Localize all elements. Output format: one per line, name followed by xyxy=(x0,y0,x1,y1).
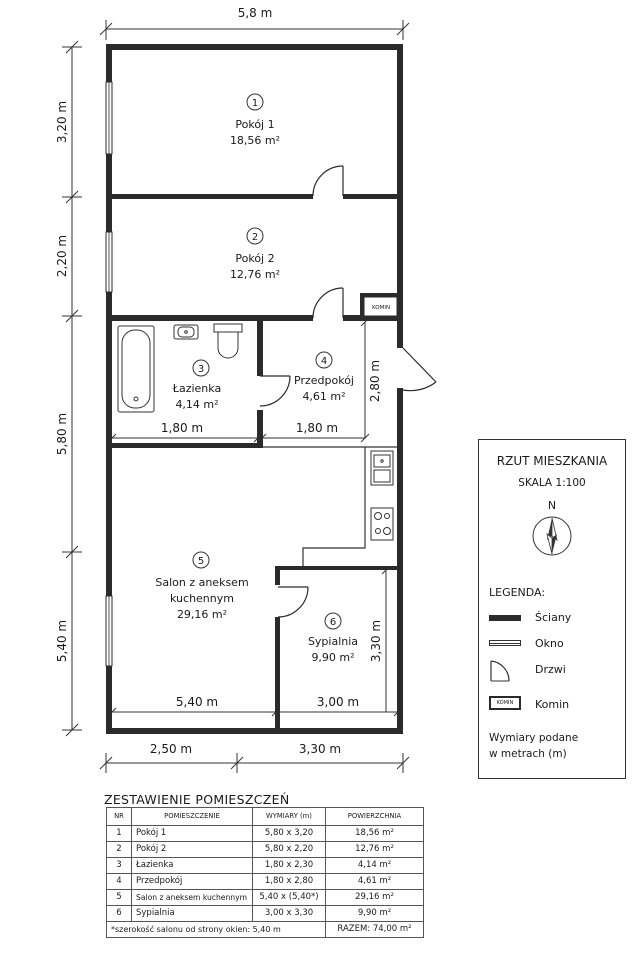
legend-note-line1: Wymiary podane xyxy=(489,732,579,744)
dim-bath-width: 1,80 m xyxy=(161,421,203,435)
cell-dimensions: 5,40 x (5,40*) xyxy=(252,889,326,906)
cell-room: Salon z aneksem kuchennym xyxy=(131,889,253,906)
table-footer-row: *szerokość salonu od strony okien: 5,40 … xyxy=(106,921,424,938)
cell-room: Pokój 1 xyxy=(131,825,253,842)
window-symbol xyxy=(489,640,521,646)
room-3-name: Łazienka xyxy=(172,382,221,395)
dim-bedroom-height: 3,30 m xyxy=(369,620,383,662)
table-row: 6 Sypialnia 3,00 x 3,30 9,90 m² xyxy=(106,905,424,922)
cell-dimensions: 5,80 x 3,20 xyxy=(252,825,326,842)
legend-komin: Komin xyxy=(535,698,570,711)
room-6-name: Sypialnia xyxy=(308,635,358,648)
cell-nr: 2 xyxy=(106,841,132,858)
room-4-area: 4,61 m² xyxy=(302,390,345,403)
room-3-area: 4,14 m² xyxy=(175,398,218,411)
table-row: 1 Pokój 1 5,80 x 3,20 18,56 m² xyxy=(106,825,424,842)
cell-nr: 4 xyxy=(106,873,132,890)
table-total: RAZEM: 74,00 m² xyxy=(325,921,424,938)
dim-bottom-2: 3,30 m xyxy=(299,742,341,756)
legend-door: Drzwi xyxy=(535,663,566,676)
header-room: POMIESZCZENIE xyxy=(131,807,253,826)
compass-icon xyxy=(532,516,572,556)
cell-room: Przedpokój xyxy=(131,873,253,890)
cell-area: 4,61 m² xyxy=(325,873,424,890)
room-4-number: 4 xyxy=(321,356,327,367)
table-header-row: NR POMIESZCZENIE WYMIARY (m) POWIERZCHNI… xyxy=(106,807,424,826)
table-row: 3 Łazienka 1,80 x 2,30 4,14 m² xyxy=(106,857,424,874)
cell-room: Pokój 2 xyxy=(131,841,253,858)
table-footnote: *szerokość salonu od strony okien: 5,40 … xyxy=(106,921,326,938)
cell-area: 9,90 m² xyxy=(325,905,424,922)
dim-left-3: 5,80 m xyxy=(55,413,69,455)
room-2-number: 2 xyxy=(252,232,258,243)
komin-symbol: KOMIN xyxy=(489,696,521,710)
room-5-name-line1: Salon z aneksem xyxy=(155,576,248,589)
legend-heading: LEGENDA: xyxy=(489,586,546,599)
dim-hall-height: 2,80 m xyxy=(368,360,382,402)
dim-left-4: 5,40 m xyxy=(55,620,69,662)
cell-area: 18,56 m² xyxy=(325,825,424,842)
cell-dimensions: 3,00 x 3,30 xyxy=(252,905,326,922)
cell-area: 4,14 m² xyxy=(325,857,424,874)
room-2-name: Pokój 2 xyxy=(235,252,274,265)
cell-dimensions: 1,80 x 2,30 xyxy=(252,857,326,874)
room-5-name-line2: kuchennym xyxy=(170,592,234,605)
legend-note-line2: w metrach (m) xyxy=(489,748,567,760)
table-row: 4 Przedpokój 1,80 x 2,80 4,61 m² xyxy=(106,873,424,890)
legend-box: RZUT MIESZKANIA SKALA 1:100 N LEGENDA: Ś… xyxy=(478,439,626,779)
table-row: 2 Pokój 2 5,80 x 2,20 12,76 m² xyxy=(106,841,424,858)
header-dimensions: WYMIARY (m) xyxy=(252,807,326,826)
room-4-name: Przedpokój xyxy=(294,374,354,387)
dim-bottom-1: 2,50 m xyxy=(150,742,192,756)
cell-dimensions: 5,80 x 2,20 xyxy=(252,841,326,858)
north-label: N xyxy=(547,499,557,512)
cell-dimensions: 1,80 x 2,80 xyxy=(252,873,326,890)
table-title: ZESTAWIENIE POMIESZCZEŃ xyxy=(104,792,290,807)
room-2-area: 12,76 m² xyxy=(230,268,280,281)
cell-nr: 3 xyxy=(106,857,132,874)
room-1-area: 18,56 m² xyxy=(230,134,280,147)
dim-hall-width: 1,80 m xyxy=(296,421,338,435)
room-5-area: 29,16 m² xyxy=(177,608,227,621)
legend-title: RZUT MIESZKANIA xyxy=(496,454,608,468)
dim-bedroom-width: 3,00 m xyxy=(317,695,359,709)
legend-window: Okno xyxy=(535,637,564,650)
legend-scale: SKALA 1:100 xyxy=(518,477,586,489)
cell-nr: 1 xyxy=(106,825,132,842)
komin-label: KOMIN xyxy=(372,305,390,311)
cell-area: 12,76 m² xyxy=(325,841,424,858)
room-5-number: 5 xyxy=(198,556,204,567)
door-icon xyxy=(490,660,510,682)
floor-plan: 5,8 m 2,50 m 3,30 m 3,20 m 2,20 m 5,80 m… xyxy=(55,6,437,773)
room-1-number: 1 xyxy=(252,98,258,109)
rooms-table: NR POMIESZCZENIE WYMIARY (m) POWIERZCHNI… xyxy=(106,807,424,938)
room-6-number: 6 xyxy=(330,617,336,628)
dim-left-2: 2,20 m xyxy=(55,235,69,277)
dim-left-1: 3,20 m xyxy=(55,101,69,143)
cell-nr: 6 xyxy=(106,905,132,922)
dim-top: 5,8 m xyxy=(238,6,273,20)
walls-symbol xyxy=(489,615,521,621)
room-3-number: 3 xyxy=(198,364,204,375)
cell-nr: 5 xyxy=(106,889,132,906)
room-1-name: Pokój 1 xyxy=(235,118,274,131)
room-6-area: 9,90 m² xyxy=(311,651,354,664)
header-nr: NR xyxy=(106,807,132,826)
cell-area: 29,16 m² xyxy=(325,889,424,906)
header-area: POWIERZCHNIA xyxy=(325,807,424,826)
cell-room: Łazienka xyxy=(131,857,253,874)
cell-room: Sypialnia xyxy=(131,905,253,922)
table-row: 5 Salon z aneksem kuchennym 5,40 x (5,40… xyxy=(106,889,424,906)
dim-salon-width: 5,40 m xyxy=(176,695,218,709)
legend-walls: Ściany xyxy=(535,611,572,624)
